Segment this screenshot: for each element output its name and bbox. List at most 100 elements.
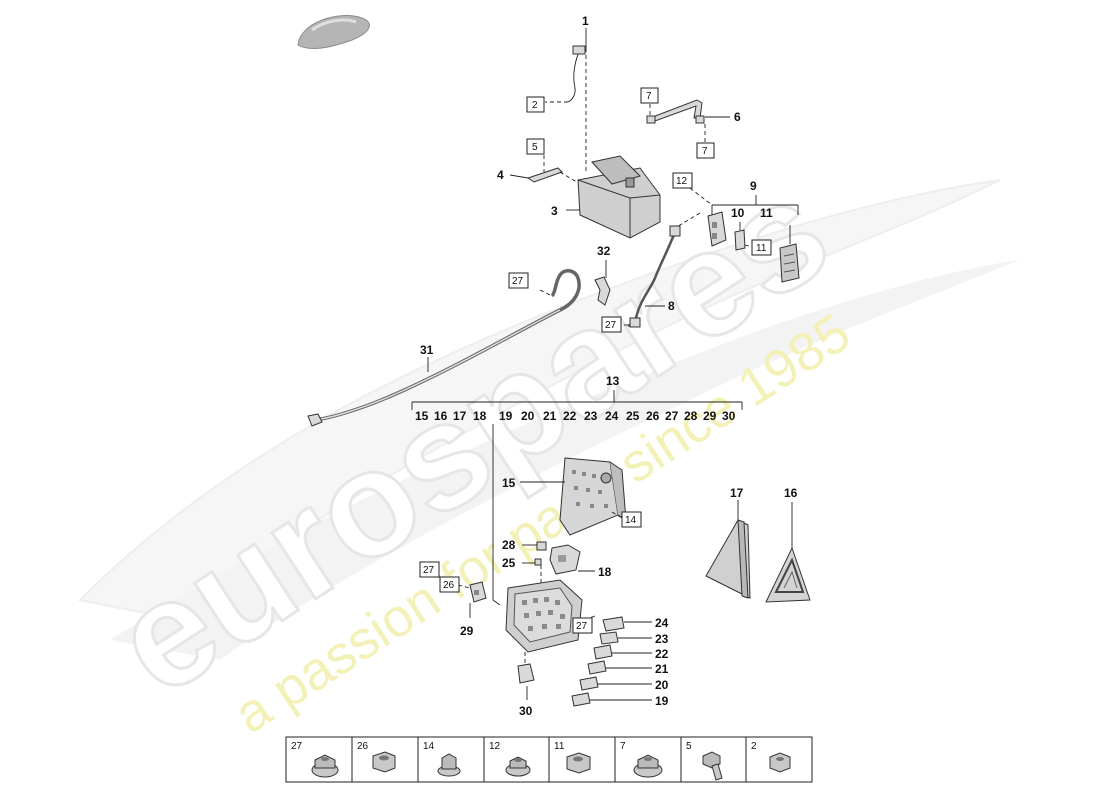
callout-22: 22 bbox=[655, 647, 669, 661]
watermark: eurospares a passion for parts since 198… bbox=[77, 144, 1020, 745]
warning-triangle-16 bbox=[765, 502, 811, 603]
callout-5: 5 bbox=[532, 142, 538, 153]
battery-cable-part bbox=[545, 28, 587, 172]
group-13-label: 22 bbox=[563, 409, 577, 423]
callout-24: 24 bbox=[655, 616, 669, 630]
hardware-label: 5 bbox=[686, 741, 692, 752]
group-13-label: 16 bbox=[434, 409, 448, 423]
callout-9: 9 bbox=[750, 179, 757, 193]
group-13-label: 23 bbox=[584, 409, 598, 423]
group-13-label: 17 bbox=[453, 409, 467, 423]
part-29 bbox=[457, 581, 487, 618]
callout-21: 21 bbox=[655, 662, 669, 676]
car-icon bbox=[297, 15, 370, 50]
callout-28: 28 bbox=[502, 538, 516, 552]
terminal-fuse-part bbox=[674, 211, 746, 251]
fusebox-cover-part bbox=[520, 457, 627, 536]
cap-nut-icon bbox=[437, 753, 461, 777]
group-13-label: 30 bbox=[722, 409, 736, 423]
callout-box-26: 26 bbox=[439, 576, 460, 593]
callout-box-27a: 27 bbox=[601, 316, 622, 333]
callout-27c: 27 bbox=[576, 621, 588, 632]
callout-4: 4 bbox=[497, 168, 504, 182]
callout-2: 2 bbox=[532, 100, 538, 111]
callout-20: 20 bbox=[655, 678, 669, 692]
callout-box-27d: 27 bbox=[419, 561, 440, 578]
callout-17: 17 bbox=[730, 486, 744, 500]
flange-nut-icon bbox=[505, 756, 531, 777]
group-13-label: 29 bbox=[703, 409, 717, 423]
callout-27b: 27 bbox=[512, 276, 524, 287]
callout-16: 16 bbox=[784, 486, 798, 500]
callout-3: 3 bbox=[551, 204, 558, 218]
callout-19: 19 bbox=[655, 694, 669, 708]
hex-nut-icon bbox=[769, 752, 791, 773]
group-13-label: 15 bbox=[415, 409, 429, 423]
hardware-label: 14 bbox=[423, 741, 435, 752]
callout-13: 13 bbox=[606, 374, 620, 388]
callout-14: 14 bbox=[625, 515, 637, 526]
group-13-label: 21 bbox=[543, 409, 557, 423]
warning-triangle-17 bbox=[705, 500, 751, 599]
hold-down-bracket-part bbox=[646, 99, 730, 142]
callout-11a: 11 bbox=[760, 206, 773, 220]
callout-box-5: 5 bbox=[526, 138, 545, 155]
group-13-label: 19 bbox=[499, 409, 513, 423]
callout-11b: 11 bbox=[756, 243, 767, 254]
callout-box-27c: 27 bbox=[572, 617, 593, 634]
hex-nut-icon bbox=[372, 751, 396, 773]
group-13-labels: 15 16 17 18 19 20 21 22 23 24 25 26 27 2… bbox=[415, 409, 736, 423]
callout-box-12: 12 bbox=[672, 172, 693, 189]
hardware-label: 26 bbox=[357, 741, 369, 752]
callout-7a: 7 bbox=[646, 91, 652, 102]
group-13-label: 20 bbox=[521, 409, 535, 423]
hardware-label: 2 bbox=[751, 741, 757, 752]
callout-box-11: 11 bbox=[751, 239, 772, 256]
hex-nut-icon bbox=[566, 752, 591, 774]
fuse-stack bbox=[571, 616, 652, 707]
group-13-label: 28 bbox=[684, 409, 698, 423]
part-30 bbox=[517, 663, 535, 700]
callout-box-27b: 27 bbox=[508, 272, 529, 289]
callout-27a: 27 bbox=[605, 320, 617, 331]
callout-12: 12 bbox=[676, 176, 688, 187]
battery-cover-part bbox=[779, 225, 800, 283]
callout-30: 30 bbox=[519, 704, 533, 718]
hardware-label: 12 bbox=[489, 741, 501, 752]
fusebox-main-part bbox=[505, 579, 596, 665]
callout-32: 32 bbox=[597, 244, 611, 258]
flange-nut-icon bbox=[311, 754, 339, 778]
callout-18: 18 bbox=[598, 565, 612, 579]
hardware-label: 27 bbox=[291, 741, 303, 752]
ground-cable-part bbox=[307, 269, 581, 427]
positive-cable-part bbox=[622, 225, 681, 328]
callout-box-14: 14 bbox=[621, 511, 642, 528]
relay-parts bbox=[522, 541, 595, 583]
callout-box-2: 2 bbox=[526, 96, 545, 113]
callout-23: 23 bbox=[655, 632, 669, 646]
group-13-label: 26 bbox=[646, 409, 660, 423]
callout-6: 6 bbox=[734, 110, 741, 124]
callout-1: 1 bbox=[582, 14, 589, 28]
hardware-label: 11 bbox=[554, 741, 565, 752]
callout-7b: 7 bbox=[702, 146, 708, 157]
hardware-table: 27 26 14 12 11 7 5 2 bbox=[285, 736, 813, 783]
callout-8: 8 bbox=[668, 299, 675, 313]
callout-box-7a: 7 bbox=[640, 87, 659, 104]
hardware-label: 7 bbox=[620, 741, 626, 752]
callout-27d: 27 bbox=[423, 565, 435, 576]
cable-bracket-part bbox=[594, 260, 611, 306]
callout-25: 25 bbox=[502, 556, 516, 570]
battery-part bbox=[566, 155, 661, 239]
callout-31: 31 bbox=[420, 343, 434, 357]
group-13-label: 18 bbox=[473, 409, 487, 423]
group-13-label: 27 bbox=[665, 409, 679, 423]
callout-15: 15 bbox=[502, 476, 516, 490]
bolt-icon bbox=[702, 751, 723, 781]
flange-nut-icon bbox=[633, 754, 663, 778]
callout-box-7b: 7 bbox=[696, 142, 715, 159]
group-13-label: 25 bbox=[626, 409, 640, 423]
callout-26: 26 bbox=[443, 580, 455, 591]
callout-29: 29 bbox=[460, 624, 474, 638]
